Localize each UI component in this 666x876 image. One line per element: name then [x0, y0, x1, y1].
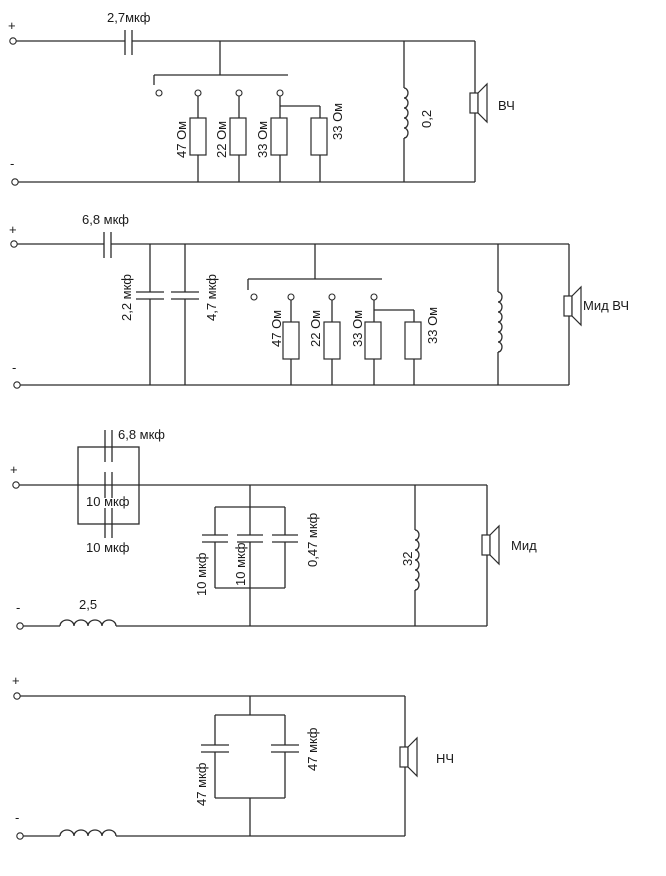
resistor-label: 22 Ом [308, 310, 323, 347]
minus-sign: - [16, 600, 20, 615]
series-capacitor-label: 2,7мкф [107, 10, 151, 25]
series-capacitor-label: 6,8 мкф [82, 212, 129, 227]
inductor-label: 32 [400, 552, 415, 566]
capacitor-label: 6,8 мкф [118, 427, 165, 442]
series-inductor [59, 829, 117, 837]
inductor-label: 2,5 [79, 597, 97, 612]
inductor-label: 0,2 [419, 110, 434, 128]
capacitor-label: 10 мкф [86, 540, 130, 555]
speaker-icon [563, 285, 582, 327]
shunt-capacitor-4-7 [171, 244, 199, 385]
resistor-label: 33 Ом [425, 307, 440, 344]
capacitor-label: 4,7 мкф [204, 274, 219, 321]
series-capacitor [103, 232, 112, 258]
capacitor-label: 10 мкф [194, 552, 209, 596]
capacitor-label: 10 мкф [233, 542, 248, 586]
resistor-22 [323, 293, 341, 385]
plus-sign: + [12, 673, 20, 688]
capacitor-label: 0,47 мкф [305, 512, 320, 567]
capacitor-middle [104, 472, 113, 498]
bank-capacitor-3 [272, 534, 298, 543]
bank-capacitor-2 [237, 534, 263, 543]
minus-sign: - [12, 360, 16, 375]
bank-capacitor-1 [202, 534, 228, 543]
resistor-47 [282, 293, 300, 385]
shunt-inductor [497, 244, 503, 385]
resistor-label: 33 Ом [330, 103, 345, 140]
circuit-3: + 6,8 мкф 10 мкф 10 мкф - 2,5 [10, 427, 537, 630]
series-capacitor [124, 30, 133, 55]
resistor-label: 33 Ом [350, 310, 365, 347]
input-terminal-minus [16, 622, 24, 630]
input-terminal-minus [16, 832, 24, 840]
capacitor-label: 47 мкф [305, 727, 320, 771]
switch-contact [250, 293, 258, 301]
plus-sign: + [9, 222, 17, 237]
resistor-33-a [270, 89, 288, 182]
speaker-label: Мид [511, 538, 537, 553]
input-terminal-plus [10, 240, 18, 248]
resistor-33-b [404, 310, 422, 385]
shunt-inductor [403, 41, 409, 182]
input-terminal-minus [13, 381, 21, 389]
resistor-label: 47 Ом [174, 121, 189, 158]
capacitor-top [104, 430, 113, 462]
shunt-inductor [414, 485, 420, 626]
speaker-icon [469, 82, 488, 124]
input-terminal-plus [12, 481, 20, 489]
speaker-label: Мид ВЧ [583, 298, 629, 313]
capacitor-label: 10 мкф [86, 494, 130, 509]
speaker-icon [481, 524, 500, 566]
bank-capacitor-2 [271, 744, 299, 753]
speaker-label: ВЧ [498, 98, 515, 113]
input-terminal-minus [11, 178, 19, 186]
parallel-capacitor-group [77, 446, 140, 525]
series-inductor [59, 619, 117, 627]
plus-sign: + [10, 462, 18, 477]
resistor-47 [189, 89, 207, 182]
resistor-33-a [364, 293, 382, 385]
switch-contact [155, 89, 163, 97]
circuit-1: + 2,7мкф - [8, 10, 515, 186]
circuit-2: + 6,8 мкф - 2,2 мкф 4,7 мкф [9, 212, 629, 389]
resistor-label: 47 Ом [269, 310, 284, 347]
speaker-label: НЧ [436, 751, 454, 766]
circuit-4: + - 47 мкф 47 мкф [12, 673, 454, 840]
speaker-icon [399, 736, 418, 778]
minus-sign: - [10, 156, 14, 171]
bank-capacitor-1 [201, 744, 229, 753]
capacitor-label: 47 мкф [194, 762, 209, 806]
minus-sign: - [15, 810, 19, 825]
resistor-33-b [310, 106, 328, 182]
shunt-capacitor-2-2 [136, 244, 164, 385]
capacitor-label: 2,2 мкф [119, 274, 134, 321]
resistor-22 [229, 89, 247, 182]
input-terminal-plus [13, 692, 21, 700]
plus-sign: + [8, 18, 16, 33]
capacitor-bottom [104, 508, 113, 538]
resistor-label: 33 Ом [255, 121, 270, 158]
resistor-label: 22 Ом [214, 121, 229, 158]
input-terminal-plus [9, 37, 17, 45]
